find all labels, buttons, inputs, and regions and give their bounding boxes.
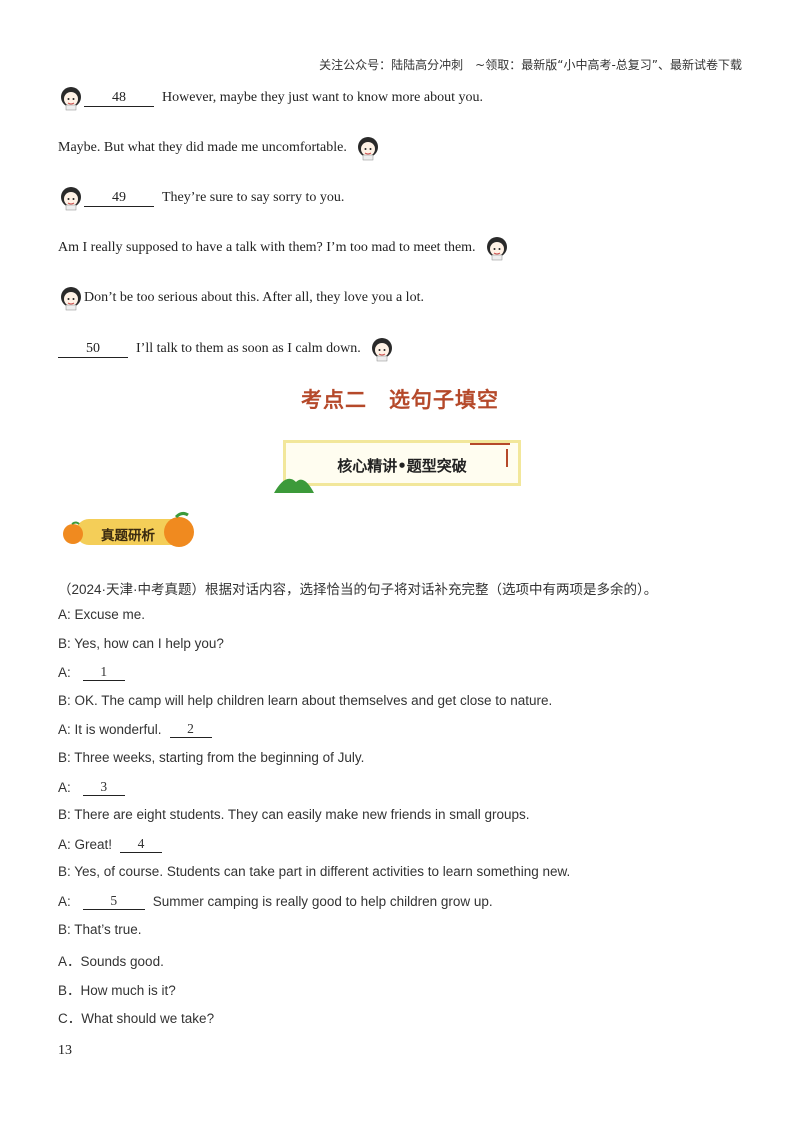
section-title: 考点二 选句子填空 xyxy=(301,388,499,412)
girl-avatar-icon xyxy=(61,187,81,211)
dialogue-text: However, maybe they just want to know mo… xyxy=(162,90,483,105)
answer-blank[interactable]: 5 xyxy=(82,893,145,910)
dialogue-text: I’ll talk to them as soon as I calm down… xyxy=(136,341,361,356)
line-prefix: B．How much is it? xyxy=(58,982,176,998)
dialogue2-line-13: A．Sounds good. xyxy=(58,950,164,970)
line-prefix: A: xyxy=(58,894,71,909)
line-prefix: A: Great! xyxy=(58,836,113,852)
girl-avatar-icon xyxy=(371,338,392,362)
dialogue2-line-7: A: 3 xyxy=(58,779,133,796)
line-prefix: A: xyxy=(58,779,71,795)
answer-blank[interactable]: 49 xyxy=(84,190,154,207)
page-number: 13 xyxy=(58,1043,72,1058)
dialogue-line-3: 49 They’re sure to say sorry to you. xyxy=(58,185,344,211)
line-prefix: B: There are eight students. They can ea… xyxy=(58,807,530,823)
orange-icon xyxy=(63,521,83,544)
dialogue-line-1: 48 However, maybe they just want to know … xyxy=(58,85,483,111)
core-box: 核心精讲•题型突破 xyxy=(283,440,521,486)
answer-blank[interactable]: 1 xyxy=(82,664,125,682)
core-box-label: 核心精讲•题型突破 xyxy=(337,457,467,475)
badge: 真题研析 xyxy=(62,511,194,549)
girl-avatar-icon xyxy=(486,237,507,261)
answer-blank[interactable]: 48 xyxy=(84,90,154,107)
dialogue-text: Maybe. But what they did made me uncomfo… xyxy=(58,140,347,155)
girl-avatar-icon xyxy=(61,87,81,111)
dialogue2-line-9: A: Great! 4 xyxy=(58,836,170,853)
dialogue-line-6: 50 I’ll talk to them as soon as I calm do… xyxy=(58,336,395,362)
dialogue2-line-2: B: Yes, how can I help you? xyxy=(58,636,224,651)
line-text: Summer camping is really good to help ch… xyxy=(152,894,493,909)
line-prefix: A: Excuse me. xyxy=(58,607,146,622)
dialogue-line-2: Maybe. But what they did made me uncomfo… xyxy=(58,135,381,161)
line-prefix: A．Sounds good. xyxy=(58,954,164,970)
dialogue2-line-12: B: That’s true. xyxy=(58,922,142,937)
girl-avatar-icon xyxy=(357,137,378,161)
line-prefix: B: OK. The camp will help children learn… xyxy=(58,692,553,708)
orange-large-icon xyxy=(164,511,194,547)
line-prefix: B: That’s true. xyxy=(58,921,142,937)
dialogue2-line-6: B: Three weeks, starting from the beginn… xyxy=(58,750,364,765)
answer-blank[interactable]: 50 xyxy=(58,341,128,358)
line-prefix: B: Yes, how can I help you? xyxy=(58,635,224,651)
girl-avatar-icon xyxy=(61,287,81,311)
accent-line xyxy=(470,443,510,445)
line-prefix: B: Three weeks, starting from the beginn… xyxy=(58,750,365,765)
answer-blank[interactable]: 3 xyxy=(82,779,125,796)
dialogue2-line-8: B: There are eight students. They can ea… xyxy=(58,807,530,822)
dialogue-line-4: Am I really supposed to have a talk with… xyxy=(58,235,510,261)
mountain-icon xyxy=(274,478,314,493)
dialogue2-line-15: C．What should we take? xyxy=(58,1007,214,1027)
answer-blank[interactable]: 2 xyxy=(169,721,212,739)
dialogue-text: Am I really supposed to have a talk with… xyxy=(58,240,476,255)
dialogue2-line-5: A: It is wonderful. 2 xyxy=(58,721,220,739)
dialogue2-line-11: A: 5 Summer camping is really good to help… xyxy=(58,893,493,910)
header-note: 关注公众号：陆陆高分冲刺 ~领取：最新版“小中高考-总复习”、最新试卷下载 xyxy=(319,58,742,72)
dialogue2-line-3: A: 1 xyxy=(58,664,133,682)
dialogue-text: Don’t be too serious about this. After a… xyxy=(84,290,424,305)
answer-blank[interactable]: 4 xyxy=(120,836,163,853)
line-prefix: B: Yes, of course. Students can take par… xyxy=(58,864,571,880)
dialogue-text: They’re sure to say sorry to you. xyxy=(162,190,345,205)
line-prefix: A: xyxy=(58,665,71,681)
line-prefix: C．What should we take? xyxy=(58,1011,215,1027)
line-prefix: A: It is wonderful. xyxy=(58,722,162,738)
badge-label: 真题研析 xyxy=(101,528,155,544)
instruction: （2024·天津·中考真题）根据对话内容，选择恰当的句子将对话补充完整（选项中有… xyxy=(58,582,658,597)
dialogue2-line-14: B．How much is it? xyxy=(58,979,176,999)
dialogue2-line-4: B: OK. The camp will help children learn… xyxy=(58,693,552,708)
accent-bar xyxy=(506,449,508,467)
dialogue-line-5: Don’t be too serious about this. After a… xyxy=(58,285,424,311)
dialogue2-line-10: B: Yes, of course. Students can take par… xyxy=(58,864,570,879)
dialogue2-line-1: A: Excuse me. xyxy=(58,607,145,622)
